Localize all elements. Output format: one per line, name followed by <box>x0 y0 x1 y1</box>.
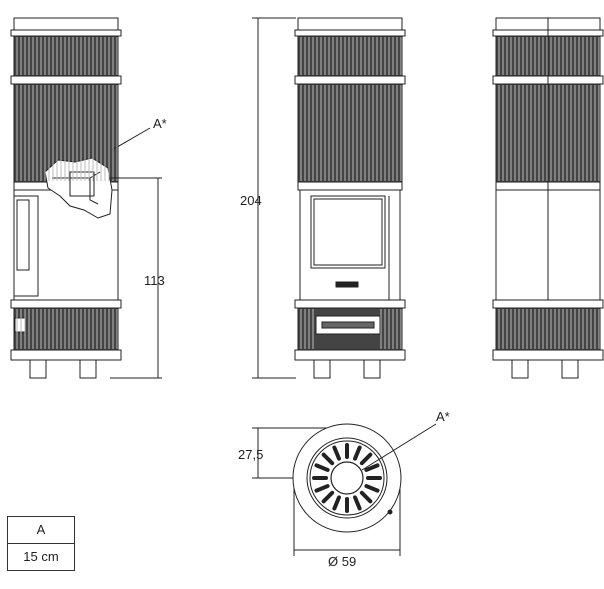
grate-slot <box>364 463 380 472</box>
label-a-star-side: A* <box>153 116 167 131</box>
top-view <box>292 423 437 533</box>
grate-slot <box>314 463 330 472</box>
legend-table: A 15 cm <box>7 516 75 571</box>
legend-value: 15 cm <box>23 549 59 564</box>
grate-slot <box>353 445 362 461</box>
label-204: 204 <box>240 193 262 208</box>
front-door-glass <box>310 195 386 269</box>
dimension-lines <box>110 17 401 556</box>
label-113: 113 <box>144 273 165 288</box>
front-upper-fluting <box>297 35 403 77</box>
label-27-5: 27,5 <box>238 447 263 462</box>
side-upper-fluting <box>13 35 119 77</box>
label-diameter: Ø 59 <box>328 554 356 569</box>
grate-slot <box>359 452 373 466</box>
legend-header: A <box>8 517 74 544</box>
grate-slot <box>314 484 330 493</box>
side-lower-fluting <box>13 307 119 351</box>
rear-lower-fluting <box>495 307 601 351</box>
grate-slot <box>353 495 362 511</box>
front-door-handle <box>335 281 359 288</box>
grate-slot <box>332 495 341 511</box>
grate-slot <box>321 490 335 504</box>
grate-slot <box>359 490 373 504</box>
grate-slot <box>332 445 341 461</box>
rear-view <box>492 17 604 379</box>
grate-slot <box>321 452 335 466</box>
top-flue-outlet <box>330 461 364 495</box>
label-a-star-top: A* <box>436 409 450 424</box>
grate-slot <box>364 484 380 493</box>
front-middle-fluting <box>297 83 403 183</box>
